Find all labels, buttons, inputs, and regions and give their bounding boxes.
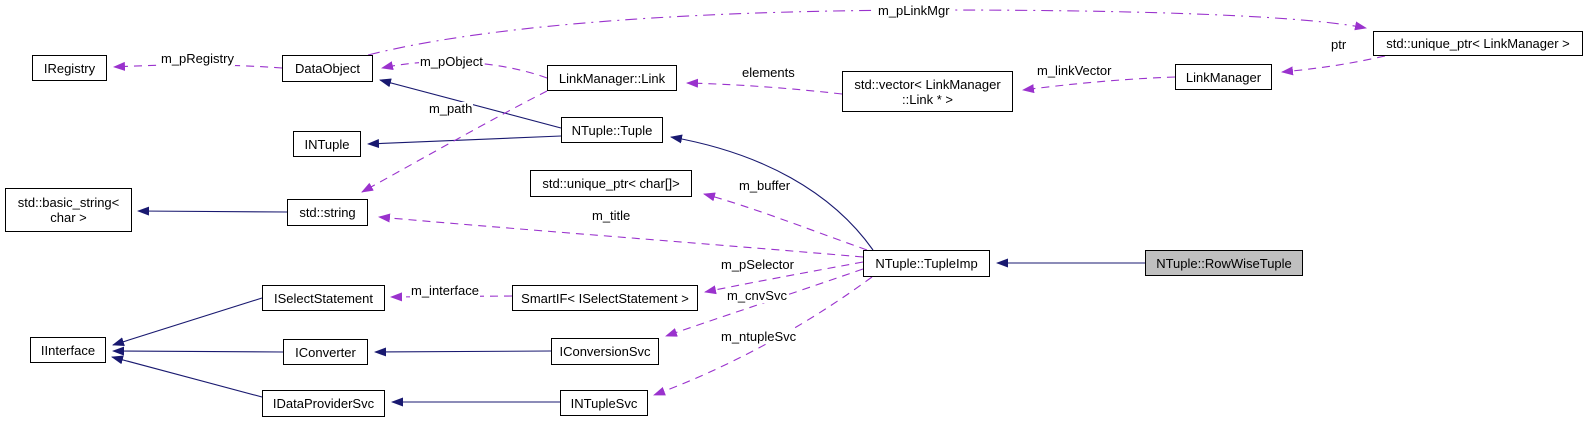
edge-label-m-pobject: m_pObject (419, 54, 484, 69)
edge-idataprovidersvc-to-iinterface (111, 355, 263, 398)
node-iregistry[interactable]: IRegistry (32, 55, 107, 81)
node-label: std::unique_ptr< char[]> (542, 176, 680, 191)
node-iconversionsvc[interactable]: IConversionSvc (551, 338, 659, 365)
edge-tuple-to-intuple (367, 135, 562, 149)
node-label: IConverter (295, 344, 356, 360)
edge-label-elements: elements (741, 65, 796, 80)
node-iinterface[interactable]: IInterface (30, 337, 106, 363)
edge-label-m-linkvector: m_linkVector (1036, 63, 1113, 78)
node-label: IDataProviderSvc (272, 396, 375, 411)
node-smartif-iselectstatement[interactable]: SmartIF< ISelectStatement > (512, 285, 698, 311)
edge-tupleimp-to-iconversionsvc (665, 268, 864, 337)
node-ntuple-tupleimp[interactable]: NTuple::TupleImp (863, 250, 990, 277)
node-label: SmartIF< ISelectStatement > (521, 290, 689, 306)
edge-tupleimp-to-tuple (670, 134, 874, 251)
edge-label-m-path: m_path (428, 101, 474, 116)
edge-label-m-cnvsvc: m_cnvSvc (726, 288, 788, 303)
node-label: INTuple (304, 136, 350, 152)
edge-label-m-buffer: m_buffer (738, 178, 792, 193)
edge-label-m-ntuplesvc: m_ntupleSvc (720, 329, 798, 344)
node-label: std::string (299, 205, 356, 220)
node-label-line2: ::Link * > (902, 91, 953, 107)
node-label: IInterface (40, 342, 96, 358)
node-ntuple-tuple[interactable]: NTuple::Tuple (561, 117, 663, 143)
edge-label-m-plinkmgr: m_pLinkMgr (877, 3, 951, 18)
edge-linkmanager-to-vector (1022, 76, 1176, 94)
edge-label-ptr: ptr (1330, 37, 1348, 52)
edge-tupleimp-to-intuplesvc (653, 276, 873, 396)
edge-label-m-title: m_title (591, 208, 632, 223)
edge-uniqueptr-to-linkmanager (1281, 55, 1386, 76)
node-label-line2: char > (50, 210, 87, 225)
edge-dataobject-to-uniqueptr-linkmanager (367, 9, 1367, 56)
node-label: NTuple::TupleImp (875, 256, 978, 271)
node-dataobject[interactable]: DataObject (282, 55, 373, 82)
node-label: DataObject (294, 61, 361, 76)
node-label: INTupleSvc (570, 395, 638, 411)
node-linkmanager-link[interactable]: LinkManager::Link (547, 65, 677, 91)
edge-tupleimp-to-uniqueptr-char (703, 192, 868, 251)
edge-link-to-string-mpath (361, 90, 548, 193)
edge-iconverter-to-iinterface (112, 346, 284, 356)
node-label: ISelectStatement (274, 290, 373, 306)
node-ntuple-rowwisetuple: NTuple::RowWiseTuple (1145, 250, 1303, 276)
node-iselectstatement[interactable]: ISelectStatement (262, 285, 385, 311)
edge-iconversionsvc-to-iconverter (374, 347, 552, 357)
node-std-string[interactable]: std::string (287, 199, 368, 226)
node-label: IRegistry (43, 60, 96, 76)
edge-tupleimp-to-smartif (704, 261, 864, 295)
node-idataprovidersvc[interactable]: IDataProviderSvc (262, 390, 385, 417)
edge-label-m-pselector: m_pSelector (720, 257, 795, 272)
edge-string-to-basicstring (137, 206, 288, 216)
node-label: NTuple::Tuple (571, 122, 653, 138)
node-label: LinkManager (1185, 69, 1262, 85)
node-linkmanager[interactable]: LinkManager (1175, 64, 1272, 90)
node-label: LinkManager::Link (558, 70, 666, 86)
edge-vector-to-link (686, 78, 843, 95)
node-iconverter[interactable]: IConverter (283, 339, 368, 365)
node-basic-string[interactable]: std::basic_string< char > (5, 188, 132, 232)
node-label-line1: std::vector< LinkManager (854, 76, 1001, 92)
node-unique-ptr-char[interactable]: std::unique_ptr< char[]> (530, 170, 692, 197)
node-label-line1: std::basic_string< (17, 195, 120, 210)
node-label: std::unique_ptr< LinkManager > (1386, 36, 1570, 51)
node-intuple[interactable]: INTuple (293, 131, 361, 157)
edge-dataobject-to-iregistry (113, 61, 283, 71)
node-unique-ptr-linkmanager[interactable]: std::unique_ptr< LinkManager > (1373, 31, 1583, 56)
edge-tupleimp-to-string-mtitle (378, 213, 864, 258)
node-vector-linkmanager-link[interactable]: std::vector< LinkManager ::Link * > (842, 71, 1013, 112)
node-label: IConversionSvc (559, 344, 651, 359)
node-intuplesvc[interactable]: INTupleSvc (560, 390, 648, 416)
edge-iselectstatement-to-iinterface (112, 297, 263, 346)
node-label: NTuple::RowWiseTuple (1156, 255, 1292, 271)
edge-label-m-pregistry: m_pRegistry (160, 51, 235, 66)
edge-label-m-interface: m_interface (410, 283, 480, 298)
